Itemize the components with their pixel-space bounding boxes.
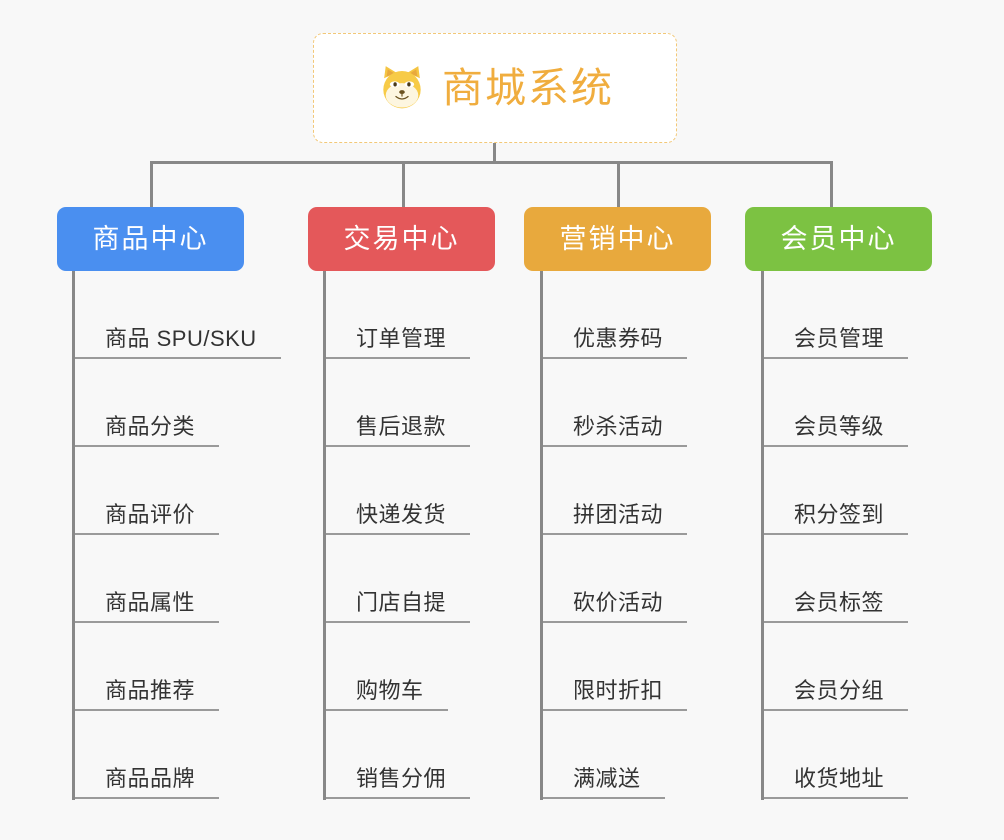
leaf-label: 商品推荐	[105, 677, 196, 703]
leaf-item[interactable]: 会员分组	[761, 623, 909, 711]
leaf-item[interactable]: 积分签到	[761, 447, 909, 535]
connector-root-stem	[493, 143, 496, 164]
leaf-label: 会员分组	[794, 677, 885, 703]
leaf-label: 收货地址	[794, 765, 885, 791]
leaf-item[interactable]: 优惠券码	[540, 271, 688, 359]
leaf-label: 商品品牌	[105, 765, 196, 791]
leaf-label: 门店自提	[356, 589, 447, 615]
column-spine	[761, 271, 764, 800]
leaf-label: 秒杀活动	[573, 413, 664, 439]
category-box-product-center[interactable]: 商品中心	[57, 207, 244, 271]
leaf-label: 销售分佣	[356, 765, 447, 791]
leaf-label: 拼团活动	[573, 501, 664, 527]
leaf-label: 商品属性	[105, 589, 196, 615]
category-box-trade-center[interactable]: 交易中心	[308, 207, 495, 271]
column-spine	[72, 271, 75, 800]
leaf-item[interactable]: 商品 SPU/SKU	[72, 271, 281, 359]
connector-drop-3	[617, 161, 620, 207]
leaf-label: 快递发货	[356, 501, 447, 527]
leaf-label: 商品评价	[105, 501, 196, 527]
leaf-label: 会员等级	[794, 413, 885, 439]
leaf-item[interactable]: 限时折扣	[540, 623, 688, 711]
category-box-member-center[interactable]: 会员中心	[745, 207, 932, 271]
connector-drop-1	[150, 161, 153, 207]
column-spine	[323, 271, 326, 800]
leaf-label: 砍价活动	[573, 589, 664, 615]
root-node[interactable]: 商城系统	[313, 33, 677, 143]
leaf-item[interactable]: 商品属性	[72, 535, 220, 623]
leaf-label: 会员标签	[794, 589, 885, 615]
shiba-dog-icon	[383, 66, 421, 109]
leaf-item[interactable]: 购物车	[323, 623, 448, 711]
leaf-label: 会员管理	[794, 325, 885, 351]
category-label: 交易中心	[343, 223, 460, 254]
leaf-item[interactable]: 拼团活动	[540, 447, 688, 535]
leaf-item[interactable]: 门店自提	[323, 535, 471, 623]
leaf-item[interactable]: 满减送	[540, 711, 665, 799]
connector-drop-4	[830, 161, 833, 207]
leaf-item[interactable]: 砍价活动	[540, 535, 688, 623]
leaf-label: 订单管理	[356, 325, 447, 351]
category-label: 商品中心	[92, 223, 209, 254]
category-label: 会员中心	[780, 223, 897, 254]
leaf-item[interactable]: 售后退款	[323, 359, 471, 447]
category-box-marketing-center[interactable]: 营销中心	[524, 207, 711, 271]
leaf-item[interactable]: 商品品牌	[72, 711, 220, 799]
leaf-item[interactable]: 会员管理	[761, 271, 909, 359]
leaf-item[interactable]: 秒杀活动	[540, 359, 688, 447]
root-title: 商城系统	[442, 64, 614, 111]
leaf-item[interactable]: 会员等级	[761, 359, 909, 447]
connector-horizontal-bus	[150, 161, 833, 164]
leaf-item[interactable]: 快递发货	[323, 447, 471, 535]
leaf-label: 商品 SPU/SKU	[105, 325, 257, 351]
column-spine	[540, 271, 543, 800]
leaf-label: 满减送	[573, 765, 641, 791]
leaf-item[interactable]: 销售分佣	[323, 711, 471, 799]
category-label: 营销中心	[559, 223, 676, 254]
leaf-label: 限时折扣	[573, 677, 664, 703]
leaf-label: 优惠券码	[573, 325, 664, 351]
leaf-item[interactable]: 收货地址	[761, 711, 909, 799]
leaf-item[interactable]: 商品推荐	[72, 623, 220, 711]
connector-drop-2	[402, 161, 405, 207]
leaf-item[interactable]: 会员标签	[761, 535, 909, 623]
leaf-label: 购物车	[356, 677, 424, 703]
leaf-item[interactable]: 订单管理	[323, 271, 471, 359]
leaf-item[interactable]: 商品评价	[72, 447, 220, 535]
leaf-label: 商品分类	[105, 413, 196, 439]
leaf-item[interactable]: 商品分类	[72, 359, 220, 447]
leaf-label: 售后退款	[356, 413, 447, 439]
leaf-label: 积分签到	[794, 501, 885, 527]
